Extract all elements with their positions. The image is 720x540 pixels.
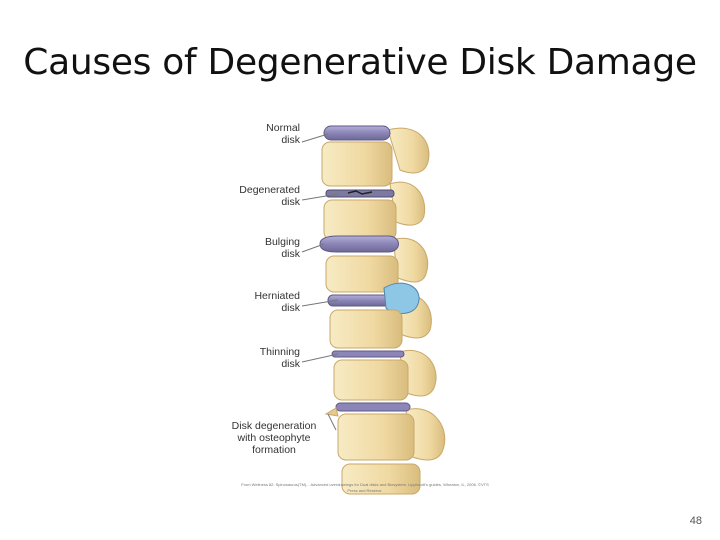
vertebra-7 — [341, 463, 421, 495]
vertebra-2 — [323, 199, 397, 241]
label-osteophyte-disk: Disk degeneration with osteophyte format… — [231, 420, 317, 456]
vertebra-6 — [337, 413, 415, 461]
vertebra-4 — [329, 309, 403, 349]
leader-lines — [301, 133, 339, 431]
osteophyte-disk — [335, 402, 411, 412]
label-bulging-disk: Bulging disk — [264, 236, 300, 260]
slide-title: Causes of Degenerative Disk Damage — [23, 42, 697, 83]
page-number: 48 — [689, 515, 702, 527]
vertebra-stack — [319, 125, 421, 495]
label-degenerated-disk: Degenerated disk — [239, 184, 300, 208]
herniation-bulge — [383, 282, 420, 314]
vertebra-3 — [325, 255, 399, 293]
thinning-disk — [331, 350, 405, 358]
vertebra-1 — [321, 141, 393, 187]
label-thinning-disk: Thinning disk — [259, 346, 300, 370]
label-herniated-disk: Herniated disk — [254, 290, 300, 314]
normal-disk — [323, 125, 391, 141]
spine-svg — [301, 125, 446, 495]
bulging-disk — [319, 235, 399, 253]
figure-credit: From Wellness 82: Spinosaurus(TM)... Adv… — [241, 482, 489, 493]
osteophyte-spur — [324, 407, 339, 417]
spine-illustration: Normal disk Degenerated disk Bulging dis… — [228, 112, 490, 498]
vertebra-5 — [333, 359, 409, 401]
label-normal-disk: Normal disk — [266, 122, 300, 146]
